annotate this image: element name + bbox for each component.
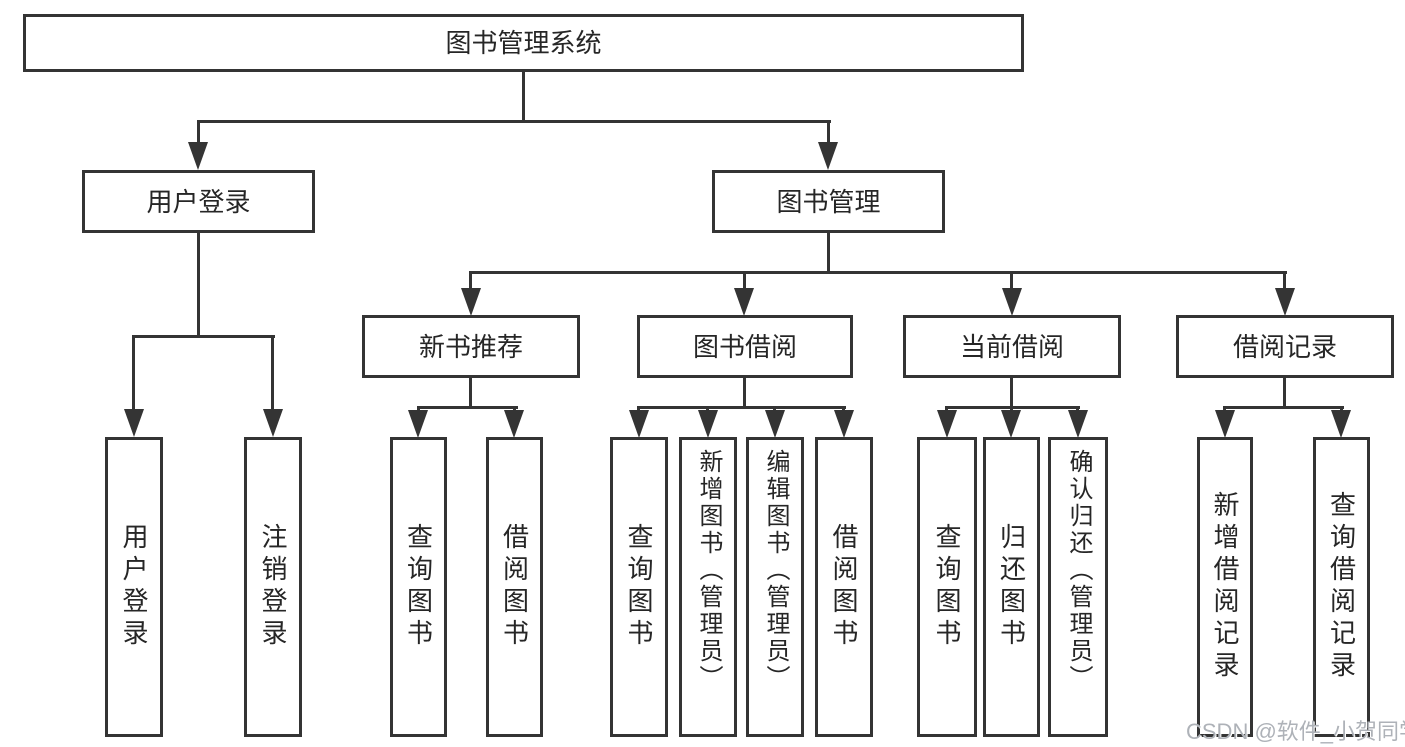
arrowhead bbox=[937, 410, 957, 438]
leaf-label: 编辑图书（管理员） bbox=[762, 449, 789, 692]
node-current-borrow: 当前借阅 bbox=[903, 315, 1121, 378]
connector-current-stub bbox=[1010, 378, 1013, 409]
node-new-book-recommend: 新书推荐 bbox=[362, 315, 580, 378]
connector-record-rail bbox=[1223, 406, 1344, 409]
leaf-label: 借阅图书 bbox=[499, 523, 530, 651]
arrowhead bbox=[504, 410, 524, 438]
connector-bookmgmt-stub bbox=[827, 233, 830, 274]
leaf-add-books-admin: 新增图书（管理员） bbox=[679, 437, 737, 737]
arrowhead bbox=[818, 142, 838, 170]
arrowhead bbox=[188, 142, 208, 170]
leaf-label: 查询图书 bbox=[932, 523, 962, 651]
arrowhead bbox=[263, 409, 283, 437]
csdn-watermark: CSDN @软件_小贺同学 bbox=[1186, 719, 1405, 744]
leaf-label: 新增图书（管理员） bbox=[695, 449, 722, 692]
leaf-query-books-recommend: 查询图书 bbox=[390, 437, 447, 737]
arrowhead bbox=[1275, 288, 1295, 316]
node-book-management: 图书管理 bbox=[712, 170, 945, 233]
leaf-label: 查询图书 bbox=[624, 523, 654, 651]
connector-drop bbox=[827, 123, 830, 144]
connector-root-rail bbox=[197, 120, 831, 123]
leaf-user-login: 用户登录 bbox=[105, 437, 163, 737]
node-root-library-system: 图书管理系统 bbox=[23, 14, 1024, 72]
leaf-label: 确认归还（管理员） bbox=[1065, 449, 1092, 692]
connector-drop bbox=[197, 123, 200, 144]
connector-newbook-rail bbox=[417, 406, 518, 409]
leaf-query-books-current: 查询图书 bbox=[917, 437, 977, 737]
leaf-confirm-return-admin: 确认归还（管理员） bbox=[1048, 437, 1108, 737]
leaf-logout: 注销登录 bbox=[244, 437, 302, 737]
arrowhead bbox=[461, 288, 481, 316]
arrowhead bbox=[1215, 410, 1235, 438]
arrowhead bbox=[1002, 288, 1022, 316]
connector-root-stub bbox=[522, 72, 525, 123]
arrowhead bbox=[698, 410, 718, 438]
connector-drop bbox=[743, 274, 746, 290]
leaf-label: 查询借阅记录 bbox=[1326, 491, 1357, 683]
node-book-borrow: 图书借阅 bbox=[637, 315, 853, 378]
arrowhead bbox=[734, 288, 754, 316]
arrowhead bbox=[765, 410, 785, 438]
connector-userlogin-stub bbox=[197, 233, 200, 335]
connector-drop bbox=[1283, 274, 1286, 290]
connector-bookmgmt-rail bbox=[469, 271, 1287, 274]
leaf-edit-books-admin: 编辑图书（管理员） bbox=[746, 437, 804, 737]
connector-newbook-stub bbox=[469, 378, 472, 409]
connector-drop bbox=[469, 274, 472, 290]
leaf-borrow-books: 借阅图书 bbox=[815, 437, 873, 737]
arrowhead bbox=[1331, 410, 1351, 438]
leaf-query-books-borrow: 查询图书 bbox=[610, 437, 668, 737]
node-borrow-record: 借阅记录 bbox=[1176, 315, 1394, 378]
connector-drop bbox=[1010, 274, 1013, 290]
connector-drop bbox=[271, 338, 274, 410]
leaf-label: 新增借阅记录 bbox=[1210, 491, 1240, 683]
leaf-label: 查询图书 bbox=[403, 523, 434, 651]
leaf-query-borrow-record: 查询借阅记录 bbox=[1313, 437, 1370, 737]
arrowhead bbox=[124, 409, 144, 437]
leaf-label: 用户登录 bbox=[119, 523, 149, 651]
leaf-label: 借阅图书 bbox=[829, 523, 859, 651]
connector-userlogin-rail bbox=[132, 335, 275, 338]
arrowhead bbox=[834, 410, 854, 438]
arrowhead bbox=[1001, 410, 1021, 438]
leaf-label: 注销登录 bbox=[258, 523, 288, 651]
connector-record-stub bbox=[1283, 378, 1286, 409]
arrowhead bbox=[629, 410, 649, 438]
leaf-borrow-books-recommend: 借阅图书 bbox=[486, 437, 543, 737]
arrowhead bbox=[408, 410, 428, 438]
leaf-add-borrow-record: 新增借阅记录 bbox=[1197, 437, 1253, 737]
connector-borrow-rail bbox=[637, 406, 846, 409]
connector-borrow-stub bbox=[743, 378, 746, 409]
connector-drop bbox=[132, 338, 135, 410]
arrowhead bbox=[1068, 410, 1088, 438]
node-user-login: 用户登录 bbox=[82, 170, 315, 233]
leaf-return-books: 归还图书 bbox=[983, 437, 1040, 737]
leaf-label: 归还图书 bbox=[996, 523, 1027, 651]
